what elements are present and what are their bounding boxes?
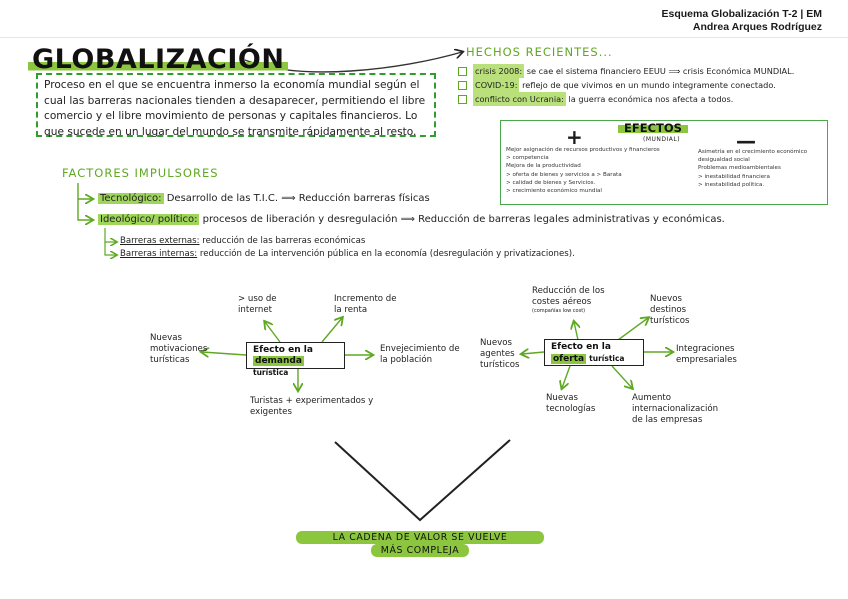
efectos-subtitle: (MUNDIAL): [643, 136, 681, 143]
barreras-internas: Barreras internas: reducción de La inter…: [120, 249, 575, 259]
header-author: Andrea Arques Rodríguez: [692, 21, 822, 33]
conclusion-line1: LA CADENA DE VALOR SE VUELVE: [296, 531, 544, 544]
demanda-box-keyword: demanda: [253, 356, 304, 366]
checkbox-icon: [458, 94, 467, 104]
demanda-node-renta: Incremento de la renta: [334, 294, 397, 315]
barreras-externas-label: Barreras externas:: [120, 236, 200, 246]
efecto-negativo: > inestabilidad financiera: [698, 173, 770, 180]
hechos-item: conflicto con Ucrania: la guerra económi…: [458, 92, 794, 106]
oferta-node-internacionalizacion: Aumento internacionalización de las empr…: [632, 393, 719, 425]
demanda-node-internet: > uso de internet: [238, 294, 277, 315]
efecto-positivo: Mejora de la productividad: [506, 163, 581, 170]
demanda-box: Efecto en la demanda turística: [246, 342, 345, 377]
efecto-positivo: > crecimiento económico mundial: [506, 188, 602, 195]
hechos-item-text: se cae el sistema financiero EEUU ⟹ cris…: [526, 66, 795, 76]
efectos-negativos: Asimetría en el crecimiento económico de…: [698, 148, 807, 189]
barreras-externas-text: reducción de las barreras económicas: [202, 236, 366, 246]
hechos-item-label: COVID-19:: [473, 78, 520, 92]
oferta-node-destinos: Nuevos destinos turísticos: [650, 294, 690, 326]
convergence-v: [334, 439, 511, 522]
factor-tecnologico-label: Tecnológico:: [98, 193, 164, 204]
factor-tecnologico-text: Desarrollo de las T.I.C. ⟹ Reducción bar…: [166, 193, 430, 204]
header-course: Esquema Globalización T-2 | EM: [661, 8, 822, 20]
oferta-node-tecnologias: Nuevas tecnologías: [546, 393, 596, 414]
plus-icon: +: [566, 125, 583, 149]
oferta-box-line1: Efecto en la: [551, 342, 611, 352]
conclusion-line2: MÁS COMPLEJA: [370, 544, 470, 557]
demanda-box-line1: Efecto en la: [253, 345, 313, 355]
oferta-box: Efecto en la oferta turística: [544, 339, 644, 366]
definition-text: Proceso en el que se encuentra inmerso l…: [44, 79, 426, 138]
checkbox-icon: [458, 80, 467, 90]
efecto-negativo: > inestabilidad política.: [698, 181, 765, 188]
factor-tecnologico: Tecnológico: Desarrollo de las T.I.C. ⟹ …: [98, 193, 430, 204]
efecto-positivo: > competencia: [506, 155, 549, 162]
oferta-box-tail: turística: [589, 354, 625, 363]
oferta-node-agentes: Nuevos agentes turísticos: [480, 338, 520, 370]
oferta-node-costes-note: (compañías low cost): [532, 308, 586, 314]
efecto-positivo: > calidad de bienes y Servicios.: [506, 179, 596, 186]
demanda-node-turistas: Turistas + experimentados y exigentes: [250, 396, 374, 417]
header-divider: [0, 37, 848, 38]
checkbox-icon: [458, 66, 467, 76]
conclusion-banner: LA CADENA DE VALOR SE VUELVE MÁS COMPLEJ…: [296, 531, 544, 561]
barreras-externas: Barreras externas: reducción de las barr…: [120, 236, 365, 246]
demanda-box-tail: turística: [253, 368, 289, 377]
definition-box: Proceso en el que se encuentra inmerso l…: [36, 73, 436, 138]
hechos-item-label: crisis 2008:: [473, 64, 525, 78]
header: Esquema Globalización T-2 | EM Andrea Ar…: [662, 8, 822, 34]
hechos-item-text: la guerra económica nos afecta a todos.: [568, 94, 734, 104]
hechos-item: crisis 2008: se cae el sistema financier…: [458, 64, 794, 78]
efectos-box: [500, 120, 828, 205]
efecto-positivo: Mejor asignación de recursos productivos…: [506, 147, 660, 153]
barreras-internas-text: reducción de La intervención pública en …: [199, 249, 575, 259]
factores-heading: FACTORES IMPULSORES: [62, 166, 219, 180]
demanda-node-envejecimiento: Envejecimiento de la población: [380, 344, 460, 365]
efecto-negativo: desigualdad social: [698, 157, 750, 164]
oferta-node-costes-text: Reducción de los costes aéreos: [532, 286, 605, 307]
oferta-node-costes: Reducción de los costes aéreos (compañía…: [532, 286, 612, 314]
factor-ideologico: Ideológico/ político: procesos de libera…: [98, 214, 725, 225]
efecto-negativo: Problemas medioambientales: [698, 165, 781, 172]
oferta-node-integraciones: Integraciones empresariales: [676, 344, 737, 365]
minus-icon: —: [736, 129, 756, 153]
efecto-negativo: Asimetría en el crecimiento económico: [698, 149, 808, 155]
hechos-list: crisis 2008: se cae el sistema financier…: [458, 64, 794, 106]
hechos-heading: HECHOS RECIENTES...: [466, 45, 613, 59]
efectos-positivos: Mejor asignación de recursos productivos…: [506, 146, 660, 195]
hechos-item: COVID-19: reflejo de que vivimos en un m…: [458, 78, 794, 92]
efectos-title: EFECTOS: [618, 121, 688, 135]
efecto-positivo: > oferta de bienes y servicios a > Barat…: [506, 171, 622, 178]
hechos-item-label: conflicto con Ucrania:: [473, 92, 566, 106]
factor-ideologico-text: procesos de liberación y desregulación ⟹…: [202, 214, 725, 225]
demanda-node-motivaciones: Nuevas motivaciones turísticas: [150, 333, 208, 365]
barreras-internas-label: Barreras internas:: [120, 249, 198, 259]
page-title: GLOBALIZACIÓN: [28, 44, 289, 75]
hechos-item-text: reflejo de que vivimos en un mundo integ…: [522, 80, 776, 90]
factor-ideologico-label: Ideológico/ político:: [98, 214, 200, 225]
oferta-box-keyword: oferta: [551, 354, 587, 364]
